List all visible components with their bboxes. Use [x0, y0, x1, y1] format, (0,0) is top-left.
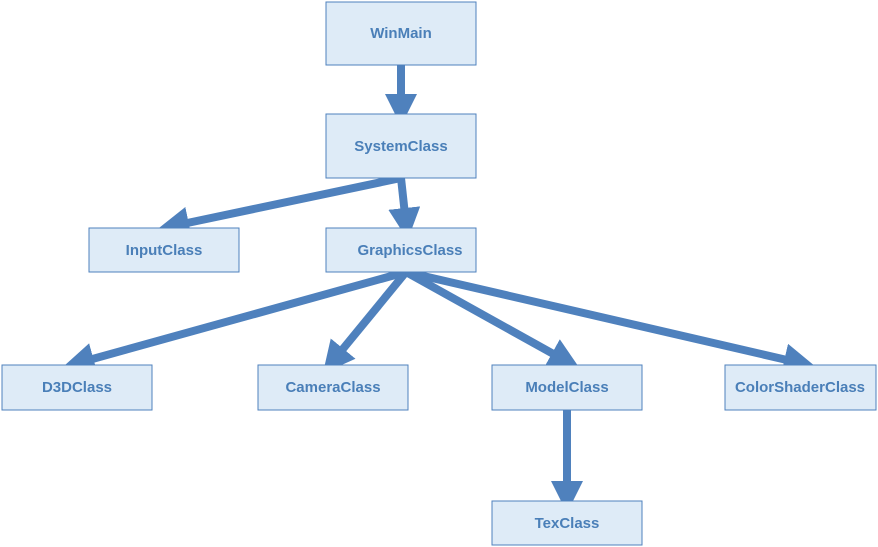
- node-inputclass-label: InputClass: [126, 242, 203, 259]
- node-d3dclass-label: D3DClass: [42, 379, 112, 396]
- node-modelclass: ModelClass: [491, 364, 643, 411]
- arrow-graphicsclass-to-modelclass: [404, 268, 580, 369]
- node-texclass: TexClass: [491, 500, 643, 546]
- node-graphicsclass: GraphicsClass: [325, 227, 477, 273]
- arrow-systemclass-to-graphicsclass: [388, 177, 421, 240]
- node-texclass-label: TexClass: [535, 515, 600, 532]
- arrow-graphicsclass-to-d3dclass: [62, 268, 408, 375]
- node-winmain: WinMain: [325, 1, 477, 66]
- node-cameraclass-label: CameraClass: [285, 379, 380, 396]
- node-winmain-label: WinMain: [370, 25, 432, 42]
- arrow-systemclass-to-inputclass: [157, 174, 402, 239]
- node-systemclass-label: SystemClass: [354, 138, 447, 155]
- node-d3dclass: D3DClass: [1, 364, 153, 411]
- arrow-graphicsclass-to-colorshaderclass: [405, 268, 816, 375]
- node-systemclass: SystemClass: [325, 113, 477, 179]
- node-modelclass-label: ModelClass: [525, 379, 608, 396]
- node-colorshaderclass-label: ColorShaderClass: [735, 379, 865, 396]
- node-inputclass: InputClass: [88, 227, 240, 273]
- arrow-graphicsclass-to-cameraclass: [322, 269, 410, 374]
- node-graphicsclass-label: GraphicsClass: [357, 242, 462, 259]
- node-colorshaderclass: ColorShaderClass: [724, 364, 877, 411]
- node-cameraclass: CameraClass: [257, 364, 409, 411]
- edges-layer: [62, 65, 816, 513]
